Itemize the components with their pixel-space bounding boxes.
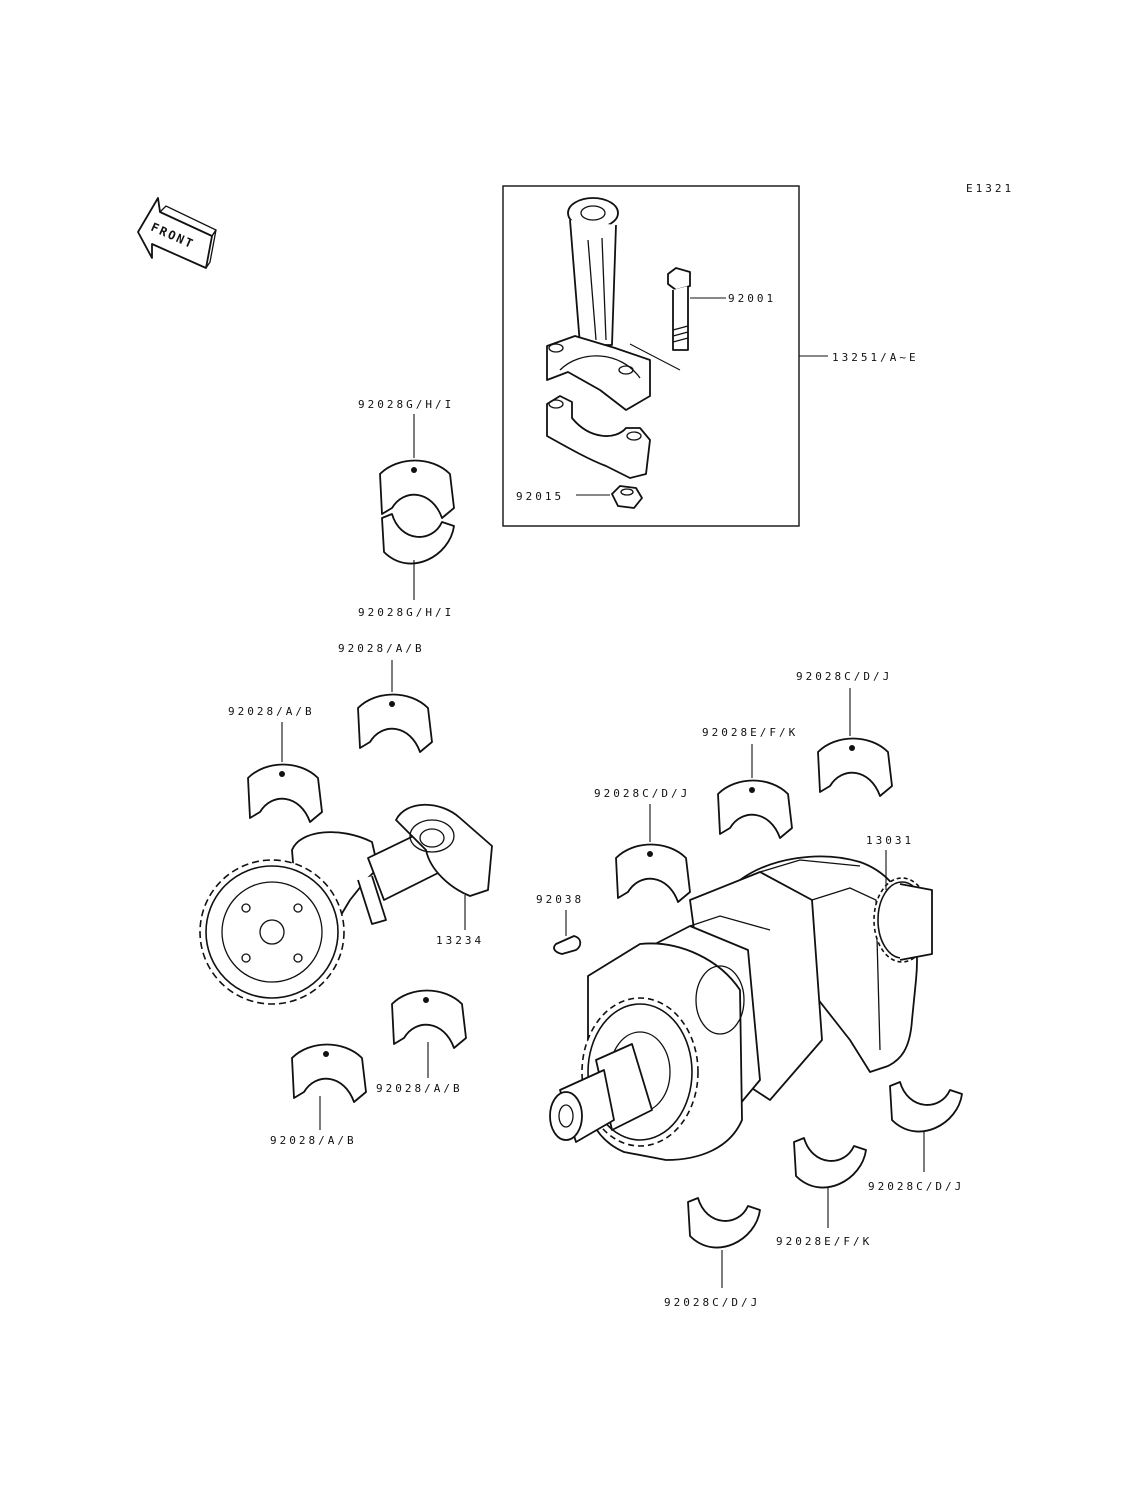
balancer-bearing-4 [291,1043,367,1103]
key [553,935,582,955]
label-crank-bearing-3: 92028C/D/J [594,787,690,800]
conrod-bearing-upper [379,459,455,519]
crank-bearing-5 [793,1137,867,1189]
label-balancer-bearing-3: 92028/A/B [376,1082,463,1095]
label-crank-bearing-1: 92028C/D/J [796,670,892,683]
label-nut: 92015 [516,490,564,503]
label-conrod-assembly: 13251/A~E [832,351,919,364]
label-balancer-bearing-2: 92028/A/B [228,705,315,718]
balancer-bearing-1 [357,693,433,753]
diagram-code: E1321 [966,182,1014,195]
label-balancer-shaft: 13234 [436,934,484,947]
balancer-bearing-3 [391,989,467,1049]
balancer-gear [199,859,345,1005]
label-conrod-bearing-lower: 92028G/H/I [358,606,454,619]
label-balancer-bearing-4: 92028/A/B [270,1134,357,1147]
label-key: 92038 [536,893,584,906]
crank-bearing-1 [817,737,893,797]
crank-bearing-2 [717,779,793,839]
crank-bearing-3 [615,843,691,903]
label-balancer-bearing-1: 92028/A/B [338,642,425,655]
balancer-bearing-2 [247,763,323,823]
label-crank-bearing-2: 92028E/F/K [702,726,798,739]
label-conrod-bearing-upper: 92028G/H/I [358,398,454,411]
label-crank-bearing-5: 92028E/F/K [776,1235,872,1248]
connecting-rod [546,197,651,479]
conrod-bolt [667,267,691,351]
label-crank-bearing-4: 92028C/D/J [868,1180,964,1193]
label-crank-bearing-6: 92028C/D/J [664,1296,760,1309]
conrod-nut [611,485,643,509]
crankshaft [549,855,933,1161]
crank-bearing-4 [889,1081,963,1133]
conrod-bearing-lower [381,513,455,565]
front-arrow-icon: FRONT [137,197,217,269]
label-bolt: 92001 [728,292,776,305]
crank-bearing-6 [687,1197,761,1249]
label-crankshaft: 13031 [866,834,914,847]
